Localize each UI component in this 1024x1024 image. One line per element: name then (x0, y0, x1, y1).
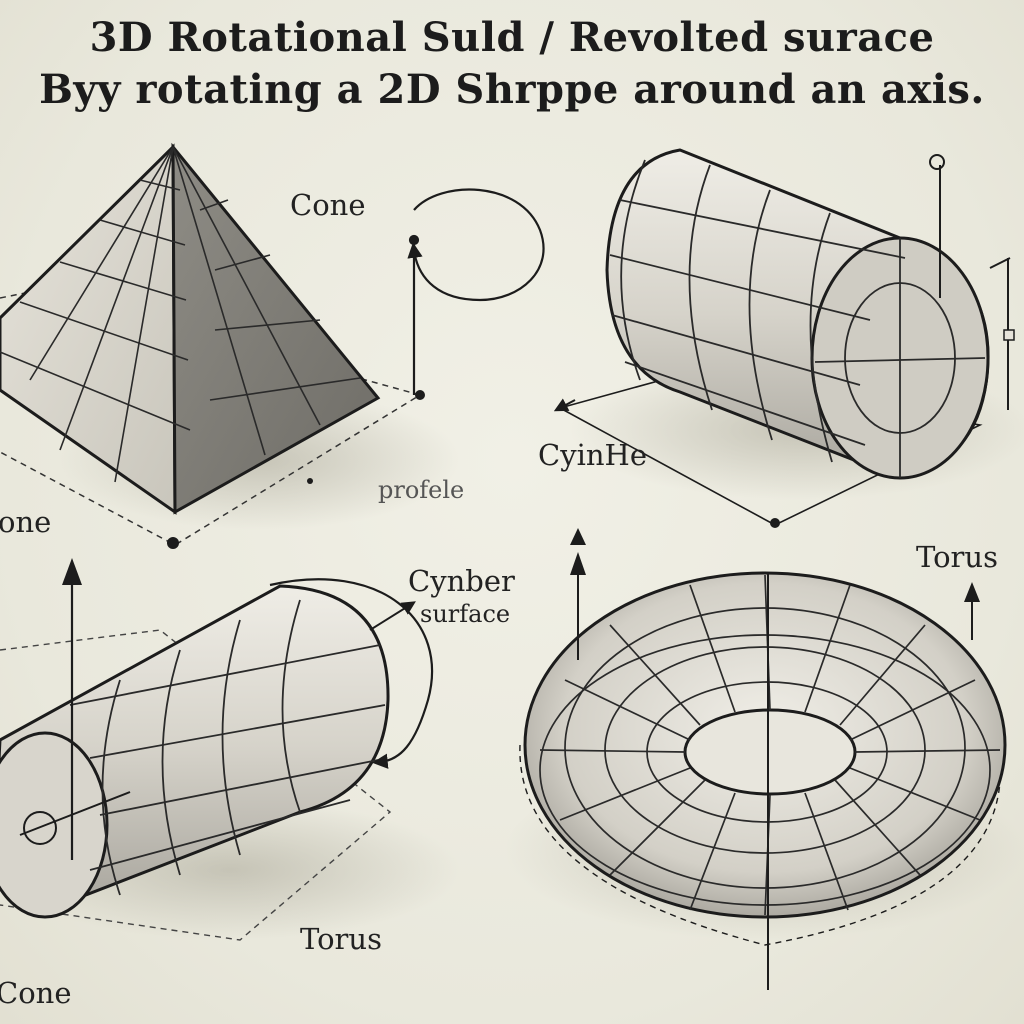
label-torus-right: Torus (916, 540, 998, 574)
label-torus-bottom: Torus (300, 922, 382, 956)
cone-rotation-arrow (407, 188, 545, 395)
label-cylinder-surface-2: surface (420, 600, 511, 628)
cylinder-bottom-end-cap (0, 731, 109, 919)
cylinder-surface-pointer (369, 601, 416, 631)
cylinder-top-axis-point (929, 154, 945, 170)
cylinder-top-dim (989, 257, 1011, 269)
torus-figure (505, 528, 1024, 990)
torus-base-outline (519, 744, 1002, 946)
label-cone-left: one (0, 505, 52, 539)
cylinder-bottom-axis-ring (23, 811, 57, 845)
label-cylinder-surface-1: Cynber (408, 564, 515, 598)
pyramid-base-point (167, 537, 179, 549)
torus-left-arrowhead (570, 552, 586, 575)
cylinder-top-arrow (553, 398, 576, 412)
label-cylinder-top: CyinHe (538, 438, 647, 472)
pyramid-right-face (171, 142, 381, 515)
title-line-1: 3D Rotational Suld / Revolted surace (89, 14, 935, 61)
label-cone-top: Cone (290, 188, 366, 222)
cylinder-top-point (770, 518, 780, 528)
cylinder-bottom-axis-stub (19, 791, 131, 836)
pyramid-figure (0, 142, 460, 549)
label-profile: profele (378, 476, 465, 504)
torus-hole (683, 708, 857, 796)
cylinder-bottom-grid (69, 599, 386, 896)
cylinder-top-grid (609, 159, 986, 478)
cylinder-top-figure (553, 148, 1024, 528)
pyramid-corner-point (415, 390, 425, 400)
cylinder-bottom-base (0, 629, 392, 941)
cylinder-top-dim-mark (1003, 329, 1015, 341)
cylinder-bottom-figure (0, 558, 460, 941)
cylinder-bottom-axis-arrowhead (62, 558, 82, 585)
cylinder-bottom-rotation-arrow (269, 578, 434, 769)
pyramid-dot (307, 478, 313, 484)
torus-left-marker (570, 528, 586, 545)
title-line-2: Byy rotating a 2D Shrppe around an axis. (39, 66, 985, 113)
torus-grid (539, 574, 1001, 916)
label-cone-bottom: Cone (0, 976, 72, 1010)
torus-right-arrowhead (964, 582, 980, 602)
cylinder-top-base (559, 374, 983, 526)
pyramid-grid (0, 146, 361, 483)
